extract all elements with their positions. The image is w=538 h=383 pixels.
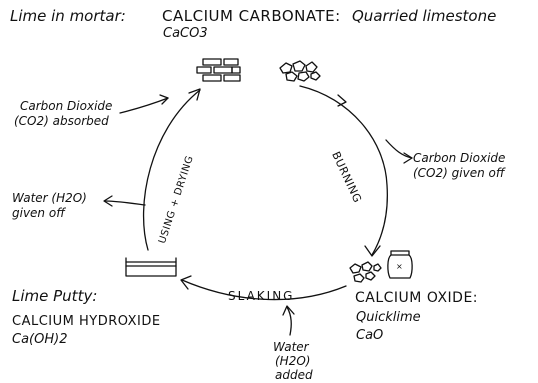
co2-absorbed-line1: Carbon Dioxide [20,99,113,113]
water-added-line2: (H2O) [275,354,311,368]
lime-putty-title: Lime Putty: [12,287,98,305]
quicklime-lumps-icon [349,261,382,283]
jar-mark: × [396,262,403,271]
co2-absorbed-arrowhead [159,94,169,105]
co2-given-off-line1: Carbon Dioxide [413,151,506,165]
slaking-arrowhead [180,275,192,290]
water-given-off-line1: Water (H2O) [12,191,87,205]
burning-arc [299,85,388,256]
water-added-arrowhead [282,305,295,316]
water-given-off-line2: given off [12,206,65,220]
quarried-limestone-label: Quarried limestone [352,7,497,25]
water-added-arrow [286,306,292,336]
co2-given-off-arrow [385,139,413,159]
co2-given-off-line2: (CO2) given off [413,166,505,180]
burning-arrowhead [364,245,381,257]
calcium-hydroxide-label: CALCIUM HYDROXIDE [12,314,161,329]
slaking-arc [181,279,347,301]
cao-formula: CaO [356,328,384,343]
water-added-line1: Water [273,340,309,354]
calcium-carbonate-label: CALCIUM CARBONATE: [162,7,341,25]
water-given-off-arrow [104,200,146,206]
lime-in-mortar-label: Lime in mortar: [10,7,126,25]
limestone-lumps-icon [279,60,321,82]
using-drying-arrowhead [188,88,201,101]
caco3-formula: CaCO3 [163,26,208,41]
limestone-bricks-icon [196,58,241,82]
slaking-label: SLAKING [228,289,295,303]
water-added-line3: added [275,368,313,382]
co2-absorbed-line2: (CO2) absorbed [14,114,109,128]
top-arc-marker [337,94,347,107]
lime-putty-tank-icon [125,257,177,277]
co2-given-off-arrowhead [403,152,413,164]
storage-jar-icon [387,250,413,279]
water-given-off-arrowhead [103,195,113,207]
quicklime-label: Quicklime [356,310,421,325]
calcium-oxide-label: CALCIUM OXIDE: [355,290,479,306]
caoh2-formula: Ca(OH)2 [12,332,68,347]
using-drying-arc [142,89,201,251]
co2-absorbed-arrow [119,97,169,114]
